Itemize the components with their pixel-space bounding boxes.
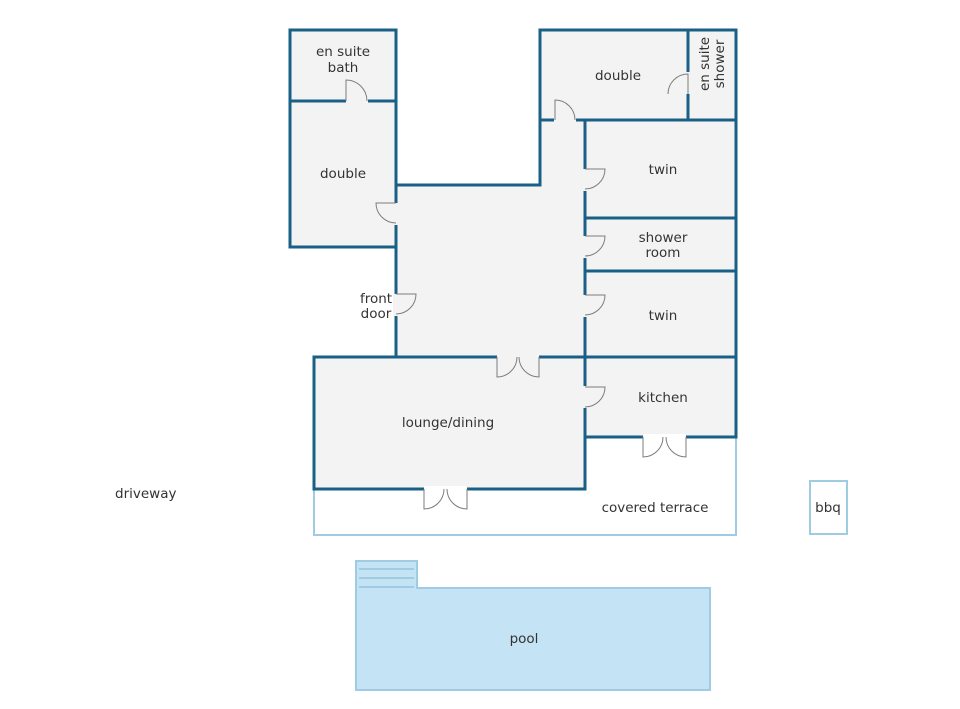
twin-lower-room	[585, 271, 736, 357]
front-door-label: door	[361, 306, 392, 322]
en-suite-bath-room	[290, 30, 396, 101]
door-swing	[584, 294, 606, 316]
door-swing	[667, 73, 689, 95]
twin-lower-label: twin	[649, 308, 678, 324]
door-swing	[345, 79, 368, 102]
double-door-swing	[642, 436, 687, 458]
covered-terrace-label: covered terrace	[602, 500, 709, 516]
door-swing	[554, 99, 576, 121]
door-gap	[554, 117, 576, 123]
door-gap	[582, 236, 588, 258]
door-swing	[584, 386, 606, 408]
lounge-dining-room	[314, 357, 585, 489]
door-swing	[395, 293, 417, 315]
double-right-room	[540, 30, 688, 120]
door-gap	[393, 203, 399, 225]
bbq-outline	[809, 480, 848, 535]
shower-room-label: shower	[639, 230, 688, 246]
double-right-label: double	[595, 68, 641, 84]
kitchen-room	[585, 357, 736, 437]
door-swing	[584, 235, 606, 257]
door-swing	[375, 202, 397, 224]
en-suite-shower-label: shower	[712, 39, 728, 88]
door-gap	[643, 434, 686, 440]
shower-room-label: room	[646, 245, 681, 261]
kitchen-label: kitchen	[638, 390, 688, 406]
twin-upper-label: twin	[649, 162, 678, 178]
door-gap	[346, 99, 368, 104]
double-left-label: double	[320, 166, 366, 182]
door-gap	[424, 486, 467, 492]
door-gap	[582, 169, 588, 191]
double-door-swing	[496, 356, 540, 378]
door-gap	[497, 354, 539, 360]
shower-room	[585, 218, 736, 271]
double-left-wall	[288, 99, 398, 249]
door-swing	[584, 168, 606, 190]
door-gap	[393, 294, 399, 316]
en-suite-shower-label: en suite	[697, 37, 713, 91]
pool	[355, 560, 711, 691]
hallway	[396, 120, 585, 357]
pool-label: pool	[510, 631, 539, 647]
twin-upper-room	[585, 120, 736, 218]
bbq-label: bbq	[815, 500, 841, 516]
front-door-label: front	[360, 291, 392, 307]
driveway-label: driveway	[115, 486, 176, 502]
door-gap	[582, 295, 588, 317]
double-door-swing	[423, 488, 468, 510]
door-gap	[582, 386, 588, 408]
lounge-dining-label: lounge/dining	[402, 415, 494, 431]
en-suite-shower-room	[688, 30, 736, 120]
en-suite-bath-label: en suite	[316, 44, 370, 60]
double-left-room	[290, 101, 396, 247]
en-suite-bath-label: bath	[328, 60, 359, 76]
